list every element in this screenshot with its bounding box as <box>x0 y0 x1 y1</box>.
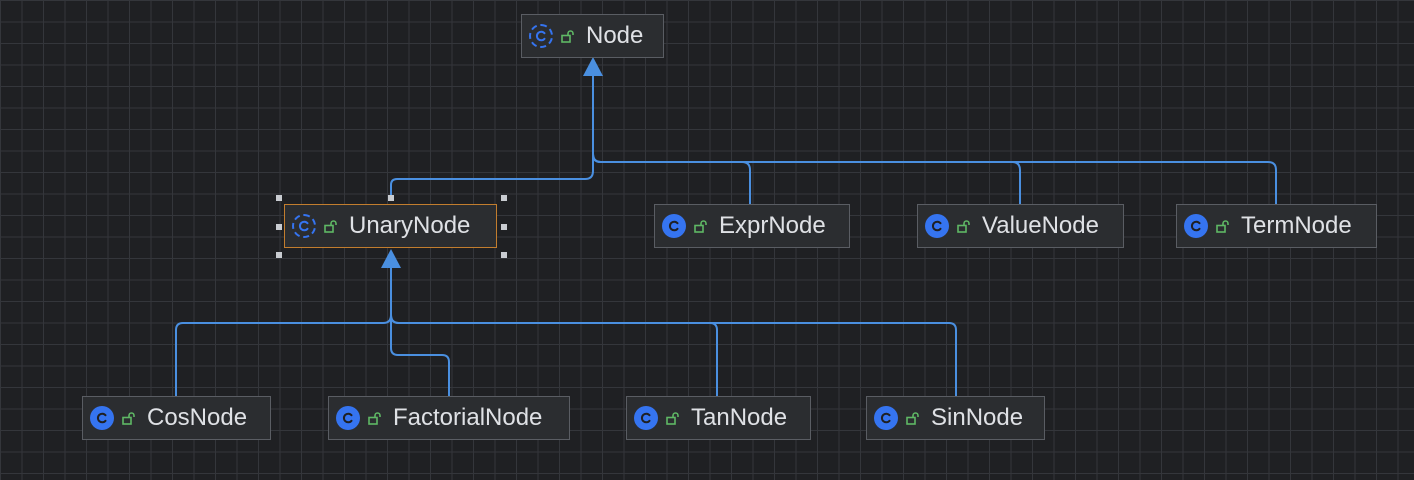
edge-value-to-node <box>592 70 1021 204</box>
resize-handle-top-right[interactable] <box>501 195 507 201</box>
class-name: Node <box>586 22 644 49</box>
edge-tan-to-unary <box>390 262 718 396</box>
class-node-cosnode[interactable]: CosNode <box>82 396 271 440</box>
resize-handle-bottom-right[interactable] <box>501 252 507 258</box>
resize-handle-top-left[interactable] <box>276 195 282 201</box>
abstract-class-icon <box>292 214 316 238</box>
public-lock-icon <box>906 411 920 425</box>
resize-handle-middle-left[interactable] <box>276 224 282 230</box>
class-name: TermNode <box>1241 212 1352 239</box>
edge-expr-to-node <box>592 70 751 204</box>
class-icon <box>336 406 360 430</box>
class-icon <box>90 406 114 430</box>
class-node-unarynode[interactable]: UnaryNode <box>284 204 497 248</box>
class-node-node[interactable]: Node <box>521 14 664 58</box>
class-name: ValueNode <box>982 212 1099 239</box>
class-icon <box>874 406 898 430</box>
edge-cos-to-unary <box>175 262 392 396</box>
public-lock-icon <box>1216 219 1230 233</box>
resize-handle-middle-right[interactable] <box>501 224 507 230</box>
class-node-valuenode[interactable]: ValueNode <box>917 204 1124 248</box>
public-lock-icon <box>561 29 575 43</box>
edge-term-to-node <box>592 70 1277 204</box>
public-lock-icon <box>324 219 338 233</box>
class-node-tannode[interactable]: TanNode <box>626 396 811 440</box>
class-icon <box>662 214 686 238</box>
class-node-termnode[interactable]: TermNode <box>1176 204 1377 248</box>
class-name: SinNode <box>931 404 1024 431</box>
class-name: UnaryNode <box>349 212 471 239</box>
class-name: FactorialNode <box>393 404 543 431</box>
class-icon <box>1184 214 1208 238</box>
public-lock-icon <box>122 411 136 425</box>
resize-handle-top-center[interactable] <box>388 195 394 201</box>
class-name: ExprNode <box>719 212 826 239</box>
public-lock-icon <box>666 411 680 425</box>
class-icon <box>634 406 658 430</box>
abstract-class-icon <box>529 24 553 48</box>
class-icon <box>925 214 949 238</box>
edge-arrowhead-unary <box>381 249 401 268</box>
class-node-sinnode[interactable]: SinNode <box>866 396 1045 440</box>
public-lock-icon <box>957 219 971 233</box>
edge-factorial-to-unary <box>390 262 450 396</box>
edge-sin-to-unary <box>390 262 957 396</box>
class-node-factorialnode[interactable]: FactorialNode <box>328 396 570 440</box>
public-lock-icon <box>368 411 382 425</box>
resize-handle-bottom-left[interactable] <box>276 252 282 258</box>
edge-arrowhead-node <box>583 57 603 76</box>
public-lock-icon <box>694 219 708 233</box>
edge-unary-to-node <box>390 70 594 198</box>
class-node-exprnode[interactable]: ExprNode <box>654 204 850 248</box>
class-name: TanNode <box>691 404 788 431</box>
class-name: CosNode <box>147 404 248 431</box>
